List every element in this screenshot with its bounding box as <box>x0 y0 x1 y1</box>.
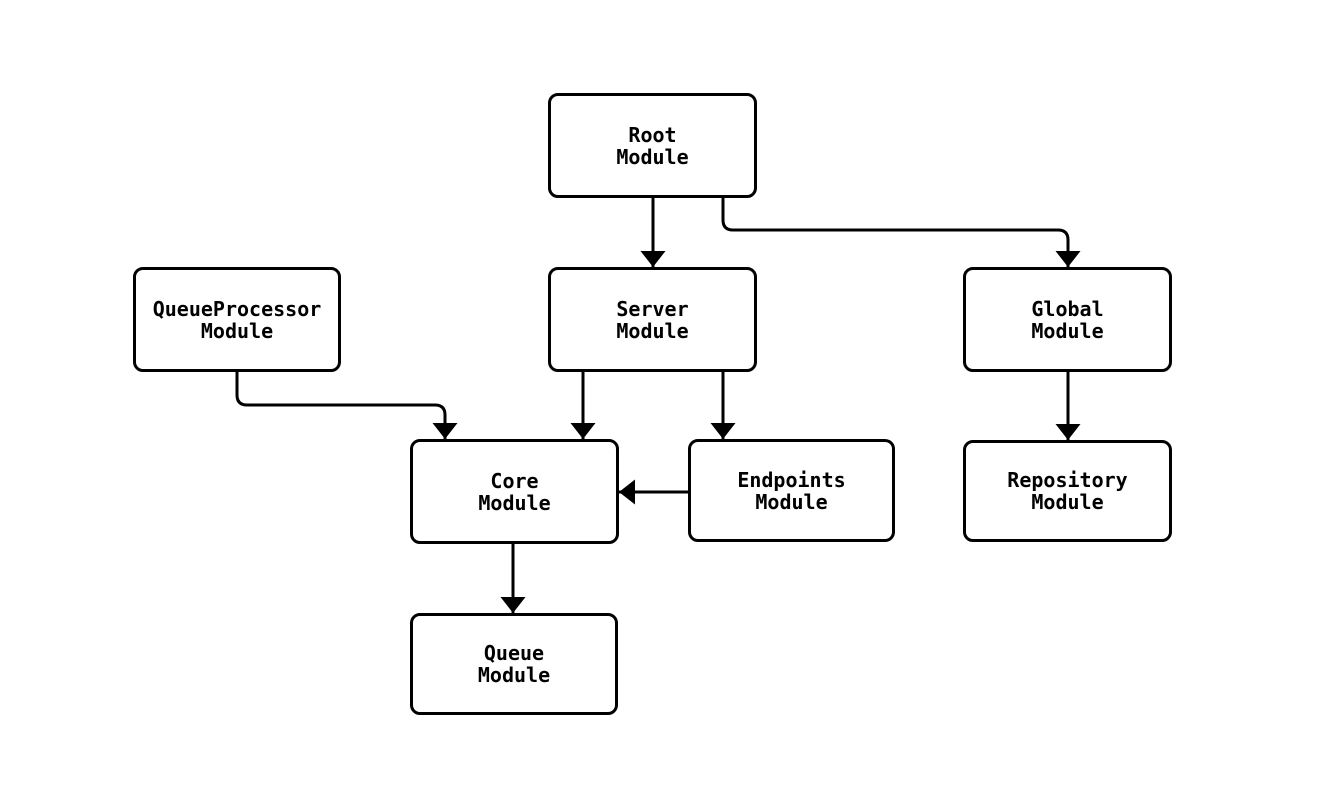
node-global-module: Global Module <box>963 267 1172 372</box>
arrowhead-endpoints-to-core <box>619 479 635 505</box>
node-repository-module: Repository Module <box>963 440 1172 542</box>
node-server-module-label: Server Module <box>616 296 689 343</box>
edge-root-to-global <box>721 198 1070 267</box>
node-core-module: Core Module <box>410 439 619 544</box>
node-endpoints-module-label: Endpoints Module <box>737 467 846 514</box>
node-queue-module: Queue Module <box>410 613 618 715</box>
node-root-module-label: Root Module <box>616 122 689 169</box>
arrowhead-root-to-server <box>640 251 666 267</box>
node-global-module-label: Global Module <box>1031 296 1104 343</box>
arrowhead-global-to-repository <box>1055 424 1081 440</box>
arrowhead-root-to-global <box>1055 251 1081 267</box>
node-server-module: Server Module <box>548 267 757 372</box>
edge-queueprocessor-to-core <box>235 372 447 439</box>
node-core-module-label: Core Module <box>478 468 551 515</box>
arrowhead-queueprocessor-to-core <box>432 423 458 439</box>
arrowhead-server-to-core <box>570 423 596 439</box>
node-repository-module-label: Repository Module <box>1007 468 1128 514</box>
node-queueprocessor-module-label: QueueProcessor Module <box>152 296 322 343</box>
node-queue-module-label: Queue Module <box>477 641 551 687</box>
node-root-module: Root Module <box>548 93 757 198</box>
arrowhead-server-to-endpoints <box>710 423 736 439</box>
node-queueprocessor-module: QueueProcessor Module <box>133 267 341 372</box>
node-endpoints-module: Endpoints Module <box>688 439 895 542</box>
arrowhead-core-to-queue <box>500 597 526 613</box>
